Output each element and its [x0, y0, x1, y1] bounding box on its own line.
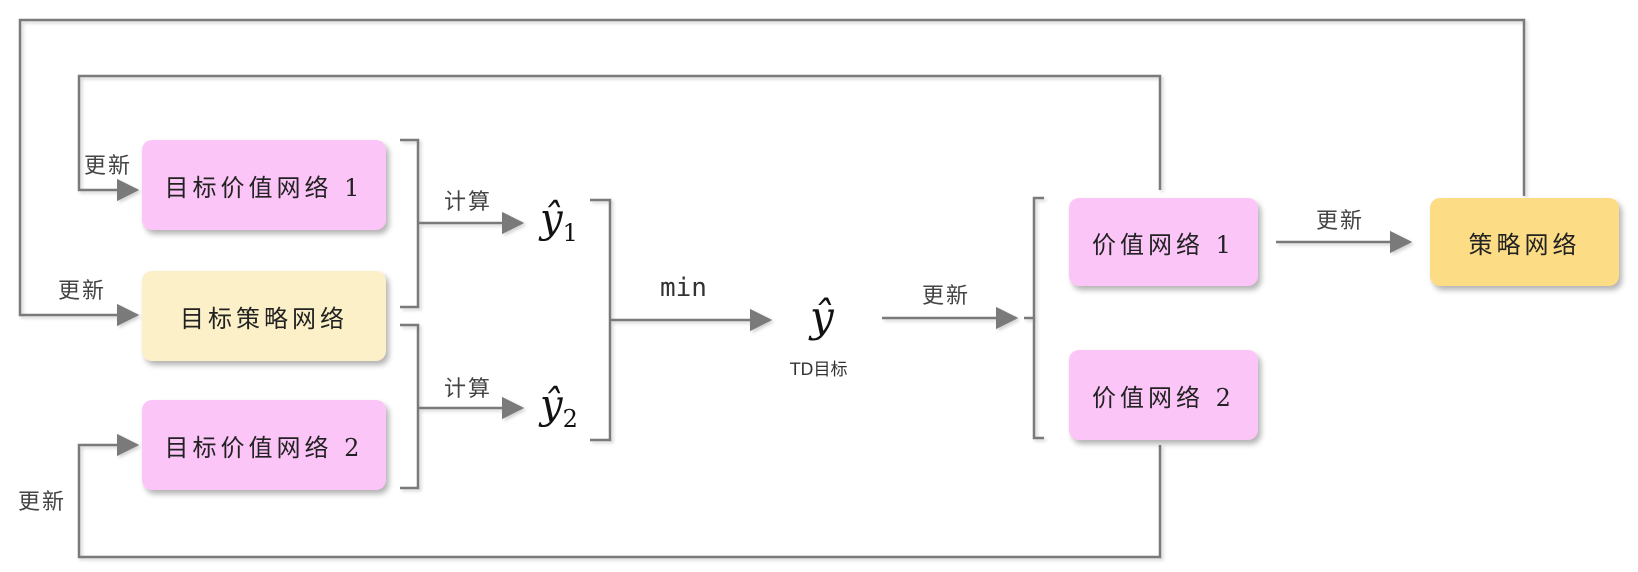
bracket-bottom-group — [400, 323, 440, 490]
target-policy-network: 目标策略网络 — [142, 271, 386, 361]
label-update-target-policy: 更新 — [58, 279, 107, 304]
value-network-1: 价值网络 1 — [1069, 198, 1258, 286]
label-compute-2: 计算 — [444, 377, 493, 402]
y-hat-2-subscript: 2 — [562, 405, 578, 433]
value-network-2: 价值网络 2 — [1069, 350, 1258, 440]
y-hat-1: ŷ1 — [540, 196, 578, 247]
label-update-target-value-1: 更新 — [84, 154, 133, 179]
update-loop-value-1 — [77, 74, 1162, 202]
y-hat-2-base: ŷ — [540, 382, 563, 428]
bracket-top-group — [400, 138, 440, 309]
bracket-y-group — [590, 198, 612, 442]
target-value-network-2: 目标价值网络 2 — [142, 400, 386, 490]
update-loop-policy — [18, 18, 1526, 327]
y-hat-1-subscript: 1 — [562, 219, 578, 247]
y-hat-td: ŷ — [810, 292, 834, 341]
label-compute-1: 计算 — [444, 190, 493, 215]
label-update-target-value-2: 更新 — [18, 490, 67, 515]
y-hat-1-base: ŷ — [540, 196, 563, 242]
bracket-value-networks — [1024, 196, 1044, 440]
label-min: min — [660, 273, 707, 303]
label-td-target: TD目标 — [790, 360, 848, 380]
policy-network: 策略网络 — [1430, 198, 1619, 286]
target-value-network-1: 目标价值网络 1 — [142, 140, 386, 230]
y-hat-2: ŷ2 — [540, 382, 578, 433]
label-update-values: 更新 — [922, 284, 971, 309]
label-update-policy: 更新 — [1316, 209, 1365, 234]
update-loop-value-2 — [77, 433, 1162, 559]
